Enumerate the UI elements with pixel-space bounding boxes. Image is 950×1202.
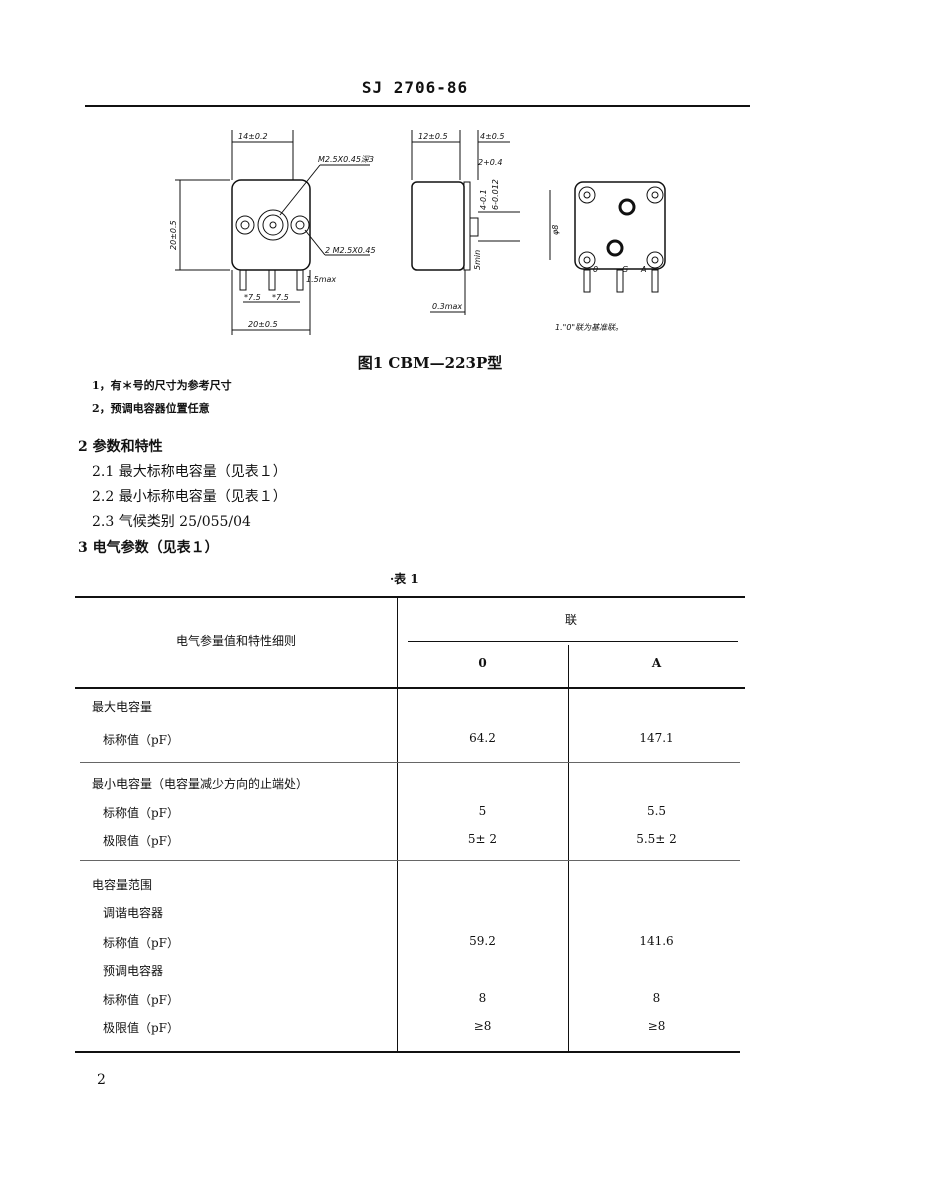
table-cell-a: 5.5	[646, 804, 667, 818]
table-cell-0: ≥8	[473, 1019, 492, 1033]
header-col-0: 0	[478, 656, 487, 670]
figure-drawing: 14±0.2 M2.5X0.45深3 20±0.5 2 M2.5X0.45 1.…	[169, 130, 666, 335]
dim-dia1: 4-0.1	[479, 189, 488, 210]
pin-label-0: 0	[593, 265, 598, 274]
table-title: ·表 1	[390, 572, 419, 586]
table-cell-a: 5.5± 2	[636, 832, 677, 846]
pin-label-g: G	[622, 265, 628, 274]
section-3-heading: 3 电气参数（见表１）	[78, 540, 219, 556]
header-col-a: A	[651, 656, 662, 670]
table-row-label: 极限值（pF）	[103, 834, 180, 848]
dim-height: 20±0.5	[169, 220, 178, 250]
table-cell-0: 5	[478, 804, 487, 818]
section-2-2: 2.2 最小标称电容量（见表１）	[92, 489, 287, 505]
table-row-label: 标称值（pF）	[103, 936, 180, 950]
header-param: 电气参量值和特性细则	[175, 634, 296, 648]
dim-pitch1: *7.5	[244, 293, 261, 302]
table-row-label: 最小电容量（电容量减少方向的止端处）	[92, 777, 309, 791]
pin-label-a: A	[640, 265, 646, 274]
dim-depth: 12±0.5	[418, 132, 448, 141]
standard-code: SJ 2706-86	[361, 78, 469, 97]
dim-pitch2: *7.5	[272, 293, 289, 302]
dim-front-width: 14±0.2	[238, 132, 268, 141]
table-cell-a: 141.6	[639, 934, 674, 948]
dim-thread-main: M2.5X0.45深3	[318, 155, 374, 164]
dim-shaft: 4±0.5	[480, 132, 505, 141]
section-2-3: 2.3 气候类别 25/055/04	[92, 514, 251, 530]
table-row-label: 调谐电容器	[103, 906, 164, 920]
table-cell-a: 8	[652, 991, 661, 1005]
dim-thread-side: 2 M2.5X0.45	[325, 246, 376, 255]
table-cell-0: 5± 2	[467, 832, 498, 846]
table-row-label: 极限值（pF）	[103, 1021, 180, 1035]
header-rule	[85, 105, 750, 107]
figure-caption: 图1 CBM—223P型	[357, 354, 503, 372]
table-cell-0: 59.2	[469, 934, 496, 948]
section-2-heading: 2 参数和特性	[78, 439, 163, 455]
header-group: 联	[564, 613, 577, 627]
table-row-label: 标称值（pF）	[103, 733, 180, 747]
section-2-1: 2.1 最大标称电容量（见表１）	[92, 464, 287, 480]
figure-legend: 1."0"联为基准联。	[555, 323, 623, 332]
page-number: 2	[97, 1072, 106, 1088]
table-row-label: 电容量范围	[92, 878, 153, 892]
dim-base-width: 20±0.5	[248, 320, 278, 329]
table-row-label: 预调电容器	[103, 964, 164, 978]
note-2: 2，预调电容器位置任意	[92, 402, 210, 415]
table-row-label: 最大电容量	[92, 700, 153, 714]
table-cell-a: ≥8	[647, 1019, 666, 1033]
table-cell-a: 147.1	[639, 731, 674, 745]
dim-pin: 1.5max	[306, 275, 336, 284]
dim-min5: 5min	[473, 250, 482, 270]
table-cell-0: 64.2	[469, 731, 496, 745]
dim-dia8: φ8	[551, 225, 560, 235]
dim-gap: 0.3max	[432, 302, 462, 311]
dim-step: 2+0.4	[478, 158, 503, 167]
note-1: 1，有＊号的尺寸为参考尺寸	[92, 379, 232, 392]
table-row-label: 标称值（pF）	[103, 806, 180, 820]
dim-dia2: 6-0.012	[491, 179, 500, 210]
table-row-label: 标称值（pF）	[103, 993, 180, 1007]
table-cell-0: 8	[478, 991, 487, 1005]
